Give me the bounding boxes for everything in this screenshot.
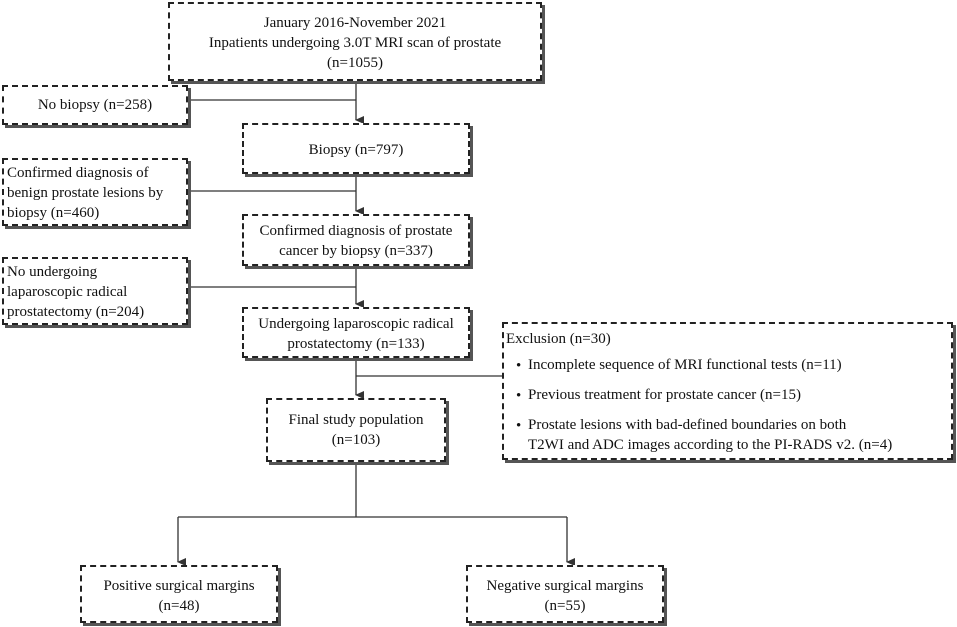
cancer-line-2: cancer by biopsy (n=337) xyxy=(279,243,433,259)
exclusion-item-1: • Incomplete sequence of MRI functional … xyxy=(506,355,951,375)
final-box: Final study population (n=103) xyxy=(266,398,446,462)
exclusion-item-3-continuation-text: T2WI and ADC images according to the PI-… xyxy=(528,437,893,453)
no-biopsy-box: No biopsy (n=258) xyxy=(2,85,188,125)
negative-box: Negative surgical margins (n=55) xyxy=(466,565,664,623)
benign-line-2: benign prostate lesions by xyxy=(7,185,164,201)
exclusion-item-3-text: Prostate lesions with bad-defined bounda… xyxy=(528,417,847,433)
exclusion-box: Exclusion (n=30) • Incomplete sequence o… xyxy=(502,322,953,460)
no-lrp-line-2: laparoscopic radical xyxy=(7,284,128,300)
start-line-2: Inpatients undergoing 3.0T MRI scan of p… xyxy=(208,35,502,51)
cancer-box: Confirmed diagnosis of prostate cancer b… xyxy=(242,214,470,266)
start-line-3: (n=1055) xyxy=(327,55,383,71)
positive-line-1: Positive surgical margins xyxy=(103,578,255,594)
lrp-line-2: prostatectomy (n=133) xyxy=(287,336,425,352)
no-lrp-box: No undergoing laparoscopic radical prost… xyxy=(2,257,188,325)
exclusion-item-3-continuation: T2WI and ADC images according to the PI-… xyxy=(506,435,951,455)
bullet-icon: • xyxy=(516,388,522,404)
start-line-1: January 2016-November 2021 xyxy=(263,15,447,31)
start-box: January 2016-November 2021 Inpatients un… xyxy=(168,2,542,81)
lrp-line-1: Undergoing laparoscopic radical xyxy=(258,316,454,332)
negative-line-2: (n=55) xyxy=(544,598,586,614)
benign-line-1: Confirmed diagnosis of xyxy=(7,165,149,181)
exclusion-item-3: • Prostate lesions with bad-defined boun… xyxy=(506,415,951,435)
exclusion-item-1-text: Incomplete sequence of MRI functional te… xyxy=(528,357,842,373)
negative-line-1: Negative surgical margins xyxy=(486,578,644,594)
benign-box: Confirmed diagnosis of benign prostate l… xyxy=(2,158,188,226)
lrp-box: Undergoing laparoscopic radical prostate… xyxy=(242,307,470,358)
biopsy-label: Biopsy (n=797) xyxy=(308,142,404,158)
exclusion-item-2: • Previous treatment for prostate cancer… xyxy=(506,385,951,405)
final-line-2: (n=103) xyxy=(331,432,381,448)
exclusion-item-2-text: Previous treatment for prostate cancer (… xyxy=(528,387,801,403)
no-lrp-line-3: prostatectomy (n=204) xyxy=(7,304,145,320)
no-lrp-line-1: No undergoing xyxy=(7,264,98,280)
cancer-line-1: Confirmed diagnosis of prostate xyxy=(259,223,453,239)
bullet-icon: • xyxy=(516,358,522,374)
no-biopsy-label: No biopsy (n=258) xyxy=(37,97,153,113)
positive-box: Positive surgical margins (n=48) xyxy=(80,565,278,623)
final-line-1: Final study population xyxy=(288,412,424,428)
positive-line-2: (n=48) xyxy=(158,598,200,614)
biopsy-box: Biopsy (n=797) xyxy=(242,123,470,174)
bullet-icon: • xyxy=(516,418,522,434)
exclusion-title: Exclusion (n=30) xyxy=(506,331,611,347)
benign-line-3: biopsy (n=460) xyxy=(7,205,100,221)
